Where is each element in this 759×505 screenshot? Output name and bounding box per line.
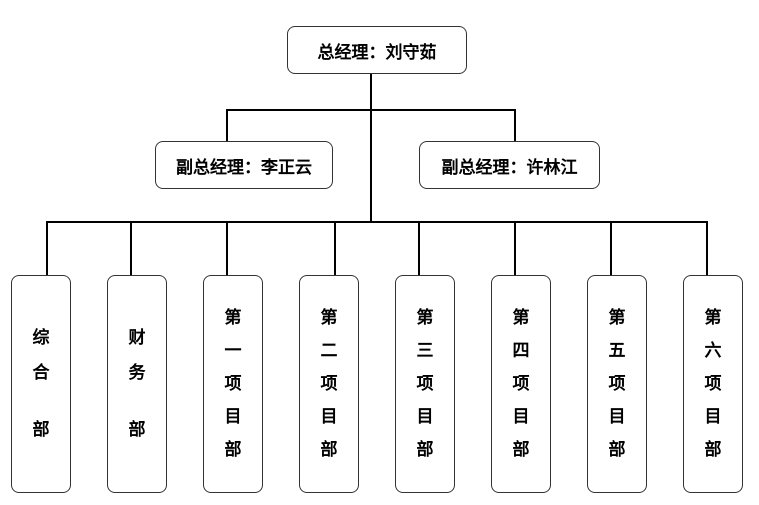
department-char: 项 — [608, 373, 626, 394]
deputy-node-2: 副总经理：许林江 — [419, 141, 600, 189]
department-char: 目 — [512, 406, 530, 427]
department-char: 部 — [32, 419, 50, 440]
department-char: 目 — [224, 406, 242, 427]
department-char: 项 — [224, 373, 242, 394]
department-char: 目 — [608, 406, 626, 427]
department-node-8: 第 六 项 目 部 — [683, 275, 743, 493]
department-char: 部 — [128, 419, 146, 440]
department-char: 项 — [416, 373, 434, 394]
department-char: 部 — [416, 439, 434, 460]
deputy-node-1: 副总经理：李正云 — [155, 141, 333, 189]
department-char: 项 — [512, 373, 530, 394]
department-node-1: 综 合 部 — [11, 275, 71, 493]
department-char: 第 — [608, 307, 626, 328]
department-char: 二 — [320, 340, 338, 361]
root-node: 总经理：刘守茹 — [287, 26, 467, 74]
department-char: 五 — [608, 340, 626, 361]
department-char: 综 — [32, 327, 50, 348]
department-char: 部 — [608, 439, 626, 460]
department-char: 一 — [224, 340, 242, 361]
department-char: 目 — [704, 406, 722, 427]
department-node-6: 第 四 项 目 部 — [491, 275, 551, 493]
department-char: 四 — [512, 340, 530, 361]
department-char: 项 — [320, 373, 338, 394]
department-node-3: 第 一 项 目 部 — [203, 275, 263, 493]
deputy-node-label: 副总经理：许林江 — [441, 157, 578, 178]
department-char: 第 — [704, 307, 722, 328]
department-node-4: 第 二 项 目 部 — [299, 275, 359, 493]
department-char: 六 — [704, 340, 722, 361]
root-node-label: 总经理：刘守茹 — [317, 42, 437, 63]
department-node-5: 第 三 项 目 部 — [395, 275, 455, 493]
department-char: 第 — [512, 307, 530, 328]
department-char: 部 — [224, 439, 242, 460]
department-char: 务 — [128, 362, 146, 383]
department-char: 部 — [704, 439, 722, 460]
department-char: 财 — [128, 327, 146, 348]
department-char: 目 — [320, 406, 338, 427]
deputy-node-label: 副总经理：李正云 — [176, 157, 312, 178]
department-char: 部 — [512, 439, 530, 460]
department-char: 合 — [32, 362, 50, 383]
department-char: 第 — [320, 307, 338, 328]
department-node-7: 第 五 项 目 部 — [587, 275, 647, 493]
department-char: 三 — [416, 340, 434, 361]
department-node-2: 财 务 部 — [107, 275, 167, 493]
department-char: 目 — [416, 406, 434, 427]
department-char: 第 — [416, 307, 434, 328]
department-char: 部 — [320, 439, 338, 460]
department-char: 第 — [224, 307, 242, 328]
department-char: 项 — [704, 373, 722, 394]
